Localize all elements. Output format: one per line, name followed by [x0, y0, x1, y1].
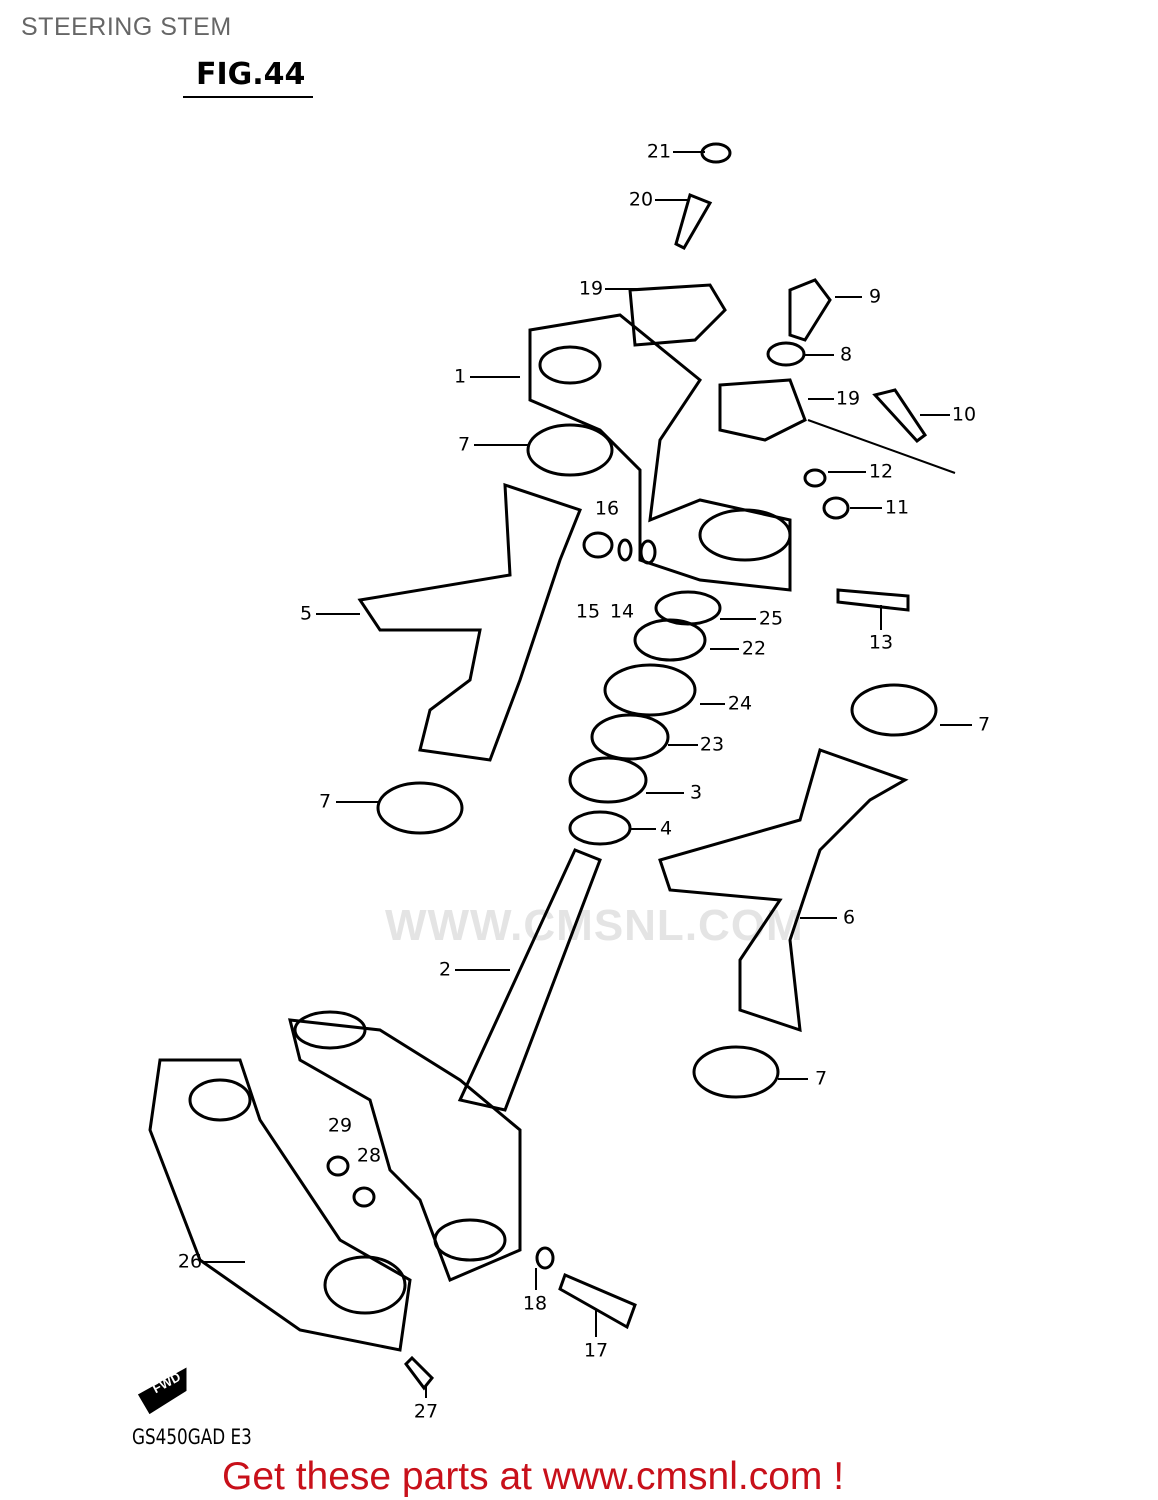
callout-19b: 19	[835, 387, 861, 410]
callout-26: 26	[177, 1250, 203, 1273]
callout-25: 25	[758, 607, 784, 630]
callout-21: 21	[646, 140, 672, 163]
part-5-bracket	[357, 482, 582, 762]
part-7-grommet-b	[850, 683, 938, 737]
part-17-bolt	[558, 1272, 637, 1330]
watermark: WWW.CMSNL.COM	[385, 901, 804, 950]
callout-20: 20	[628, 188, 654, 211]
callout-7d: 7	[814, 1067, 828, 1090]
callout-11: 11	[884, 496, 910, 519]
part-20-bolt	[674, 192, 713, 250]
part-12-washer	[803, 468, 827, 488]
part-14-washer	[639, 539, 657, 565]
part-29-nut	[326, 1155, 350, 1177]
model-code: GS450GAD E3	[132, 1425, 252, 1449]
callout-13: 13	[868, 631, 894, 654]
part-1-upper-bracket	[528, 313, 792, 592]
figure-number: FIG.44	[196, 57, 306, 92]
callout-3: 3	[689, 781, 703, 804]
callout-23: 23	[699, 733, 725, 756]
callout-6: 6	[842, 906, 856, 929]
part-19-holder	[628, 283, 727, 347]
callout-27: 27	[413, 1400, 439, 1423]
part-7-grommet-a	[526, 423, 614, 477]
part-22-nut	[633, 618, 707, 662]
callout-8: 8	[839, 343, 853, 366]
part-8-washer	[766, 341, 806, 367]
callout-7c: 7	[318, 790, 332, 813]
callout-29: 29	[327, 1114, 353, 1137]
part-10-bolt	[872, 388, 928, 444]
callout-1: 1	[453, 365, 467, 388]
page-title: STEERING STEM	[21, 13, 232, 41]
fwd-arrow-icon	[137, 1367, 187, 1415]
callout-22: 22	[741, 637, 767, 660]
callout-7a: 7	[457, 433, 471, 456]
part-11-nut	[822, 496, 850, 520]
part-18-washer	[535, 1246, 555, 1270]
callout-16: 16	[594, 497, 620, 520]
part-23-bearing	[590, 713, 670, 761]
part-19-holder-b	[718, 378, 807, 442]
part-7-grommet-d	[692, 1045, 780, 1099]
callout-17: 17	[583, 1339, 609, 1362]
part-2-lower-bracket	[288, 1018, 522, 1282]
callout-10: 10	[951, 403, 977, 426]
callout-9: 9	[868, 285, 882, 308]
part-27-screw	[404, 1355, 435, 1391]
callout-7b: 7	[977, 713, 991, 736]
part-15-washer	[617, 538, 633, 562]
part-6-bracket	[658, 748, 909, 1033]
part-28-washer	[352, 1186, 376, 1208]
part-21-cap	[700, 142, 732, 164]
part-4-seal	[568, 810, 632, 846]
part-7-grommet-c	[376, 781, 464, 835]
part-9-bolt	[788, 278, 832, 342]
part-3-race	[568, 756, 648, 804]
part-26-cover	[148, 1058, 412, 1352]
callout-28: 28	[356, 1144, 382, 1167]
callout-24: 24	[727, 692, 753, 715]
part-24-seal	[603, 663, 697, 717]
callout-2: 2	[438, 958, 452, 981]
callout-18: 18	[522, 1292, 548, 1315]
callout-15: 15	[575, 600, 601, 623]
figure-underline	[183, 96, 313, 98]
callout-19: 19	[578, 277, 604, 300]
callout-5: 5	[299, 602, 313, 625]
part-13-bolt	[836, 588, 910, 612]
part-16-nut	[582, 531, 614, 559]
callout-12: 12	[868, 460, 894, 483]
promo-link[interactable]: Get these parts at www.cmsnl.com !	[222, 1455, 845, 1498]
leader-lines	[202, 151, 972, 1398]
callout-14: 14	[609, 600, 635, 623]
part-2-stem	[457, 848, 602, 1112]
callout-4: 4	[659, 817, 673, 840]
